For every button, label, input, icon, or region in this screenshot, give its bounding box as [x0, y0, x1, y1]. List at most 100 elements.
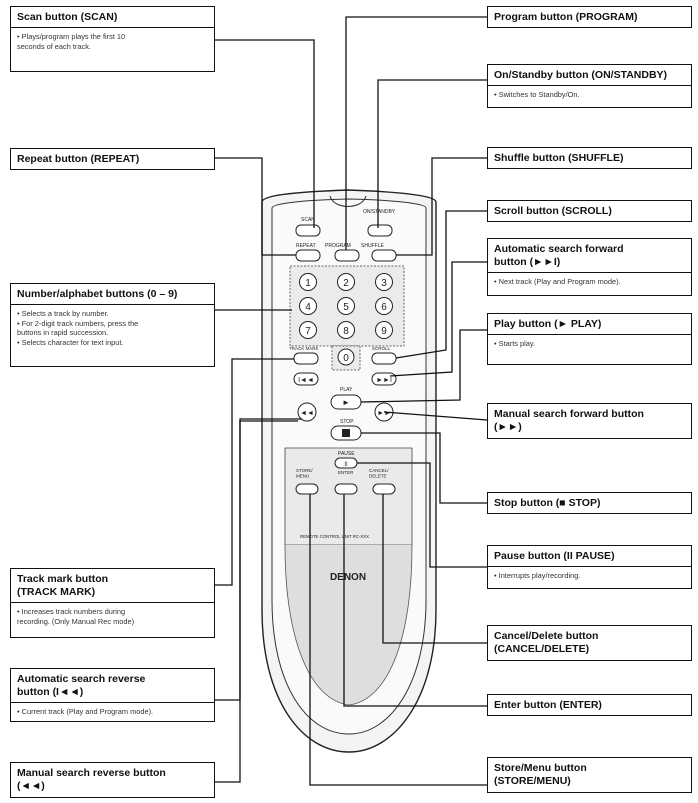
svg-text:2: 2 [343, 278, 349, 289]
stop-label: STOP [340, 419, 354, 425]
desc-line: • Selects character for text input. [17, 337, 124, 347]
on-standby-button[interactable] [367, 224, 393, 237]
pause-button[interactable]: II [334, 457, 358, 469]
digit-button-0[interactable]: 0 [337, 348, 355, 366]
callout-scroll: Scroll button (SCROLL) [487, 200, 692, 222]
svg-text:II: II [344, 462, 348, 468]
program-label: PROGRAM [325, 243, 351, 249]
svg-text:8: 8 [343, 326, 349, 337]
svg-text:6: 6 [381, 302, 387, 313]
scroll-label: SCROLL [372, 346, 391, 351]
svg-text:1: 1 [305, 278, 311, 289]
desc-line: • Current track (Play and Program mode). [17, 707, 154, 716]
callout-title: Store/Menu button (STORE/MENU) [494, 762, 587, 787]
callout-title: Track mark button (TRACK MARK) [17, 573, 109, 598]
callout-enter: Enter button (ENTER) [487, 694, 692, 716]
desc-line: • Interrupts play/recording. [494, 571, 581, 580]
desc-line: recording. (Only Manual Rec mode) [17, 616, 135, 626]
store-menu-label: STORE/MENU [296, 468, 313, 479]
callout-title: Stop button (■ STOP) [494, 497, 601, 509]
svg-text:0: 0 [343, 353, 349, 364]
callout-desc: • Next track (Play and Program mode). [488, 272, 691, 291]
svg-text:►: ► [342, 398, 350, 407]
callout-title: Repeat button (REPEAT) [17, 153, 140, 165]
svg-text:4: 4 [305, 302, 311, 313]
repeat-label: REPEAT [296, 243, 316, 249]
callout-autofwd: Automatic search forward button (►►I) • … [487, 238, 692, 296]
callout-manrev: Manual search reverse button (◄◄) [10, 762, 215, 798]
play-label: PLAY [340, 387, 353, 393]
track-mark-label: TRACK MARK [289, 346, 319, 351]
callout-autorev: Automatic search reverse button (I◄◄) • … [10, 668, 215, 722]
desc-line: • Increases track numbers during [17, 607, 126, 616]
callout-title: Number/alphabet buttons (0 – 9) [17, 288, 178, 300]
skip-forward-button[interactable]: ►►I [371, 372, 397, 386]
digit-button-9[interactable]: 9 [375, 321, 393, 339]
leader-lines [215, 16, 488, 786]
digit-button-5[interactable]: 5 [337, 297, 355, 315]
callout-title: Manual search reverse button (◄◄) [17, 767, 166, 792]
digit-button-3[interactable]: 3 [375, 273, 393, 291]
enter-label: ENTER [338, 470, 354, 475]
skip-back-button[interactable]: I◄◄ [293, 372, 319, 386]
digit-button-1[interactable]: 1 [299, 273, 317, 291]
cancel-delete-button[interactable] [372, 483, 396, 495]
desc-line: • Next track (Play and Program mode). [494, 277, 621, 286]
callout-title: Play button (► PLAY) [494, 318, 602, 330]
svg-text:►►I: ►►I [376, 377, 392, 384]
on-standby-label: ON/STANDBY [363, 209, 396, 215]
desc-line: seconds of each track. [17, 41, 91, 51]
stop-button[interactable] [330, 425, 362, 441]
svg-text:5: 5 [343, 302, 349, 313]
digit-button-8[interactable]: 8 [337, 321, 355, 339]
svg-text:►►: ►► [377, 410, 391, 417]
callout-title: Scan button (SCAN) [17, 11, 118, 23]
desc-line: • Switches to Standby/On. [494, 90, 580, 99]
callout-scan: Scan button (SCAN) • Plays/program plays… [10, 6, 215, 72]
desc-line: • Selects a track by number. [17, 309, 109, 318]
scan-button[interactable] [295, 224, 321, 237]
callout-title: Program button (PROGRAM) [494, 11, 638, 23]
callout-title: On/Standby button (ON/STANDBY) [494, 69, 668, 81]
desc-line: buttons in rapid succession. [17, 328, 109, 337]
callout-program: Program button (PROGRAM) [487, 6, 692, 28]
callout-trackmark: Track mark button (TRACK MARK) • Increas… [10, 568, 215, 638]
callout-number: Number/alphabet buttons (0 – 9) • Select… [10, 283, 215, 367]
rewind-button[interactable]: ◄◄ [297, 402, 317, 422]
digit-button-6[interactable]: 6 [375, 297, 393, 315]
scroll-button[interactable] [371, 352, 397, 365]
callout-manfwd: Manual search forward button (►►) [487, 403, 692, 439]
track-mark-button[interactable] [293, 352, 319, 365]
callout-store: Store/Menu button (STORE/MENU) [487, 757, 692, 793]
shuffle-button[interactable] [371, 249, 397, 262]
pause-label: PAUSE [338, 451, 355, 457]
callout-desc: • Plays/program plays the first 10 secon… [11, 27, 214, 55]
denon-logo: DENON [330, 572, 366, 583]
callout-desc: • Switches to Standby/On. [488, 85, 691, 104]
digit-button-4[interactable]: 4 [299, 297, 317, 315]
callout-title: Manual search forward button (►►) [494, 408, 644, 433]
digit-button-7[interactable]: 7 [299, 321, 317, 339]
enter-button[interactable] [334, 483, 358, 495]
remote-footer: REMOTE CONTROL UNIT RC-XXX [300, 534, 369, 539]
play-button[interactable]: ► [330, 394, 362, 410]
shuffle-label: SHUFFLE [361, 243, 384, 249]
callout-desc: • Current track (Play and Program mode). [11, 702, 214, 721]
callout-title: Enter button (ENTER) [494, 699, 602, 711]
cancel-delete-label: CANCEL/DELETE [369, 468, 389, 479]
repeat-button[interactable] [295, 249, 321, 262]
callout-play: Play button (► PLAY) • Starts play. [487, 313, 692, 365]
callout-desc: • Starts play. [488, 334, 691, 353]
svg-text:I◄◄: I◄◄ [298, 377, 314, 384]
program-button[interactable] [334, 249, 360, 262]
svg-text:3: 3 [381, 278, 387, 289]
scan-label: SCAN [301, 217, 315, 223]
digit-button-2[interactable]: 2 [337, 273, 355, 291]
callout-shuffle: Shuffle button (SHUFFLE) [487, 147, 692, 169]
callout-title: Automatic search forward button (►►I) [494, 243, 624, 268]
callout-standby: On/Standby button (ON/STANDBY) • Switche… [487, 64, 692, 108]
store-menu-button[interactable] [295, 483, 319, 495]
desc-line: • Plays/program plays the first 10 [17, 32, 126, 41]
desc-line: • For 2-digit track numbers, press the [17, 318, 139, 328]
